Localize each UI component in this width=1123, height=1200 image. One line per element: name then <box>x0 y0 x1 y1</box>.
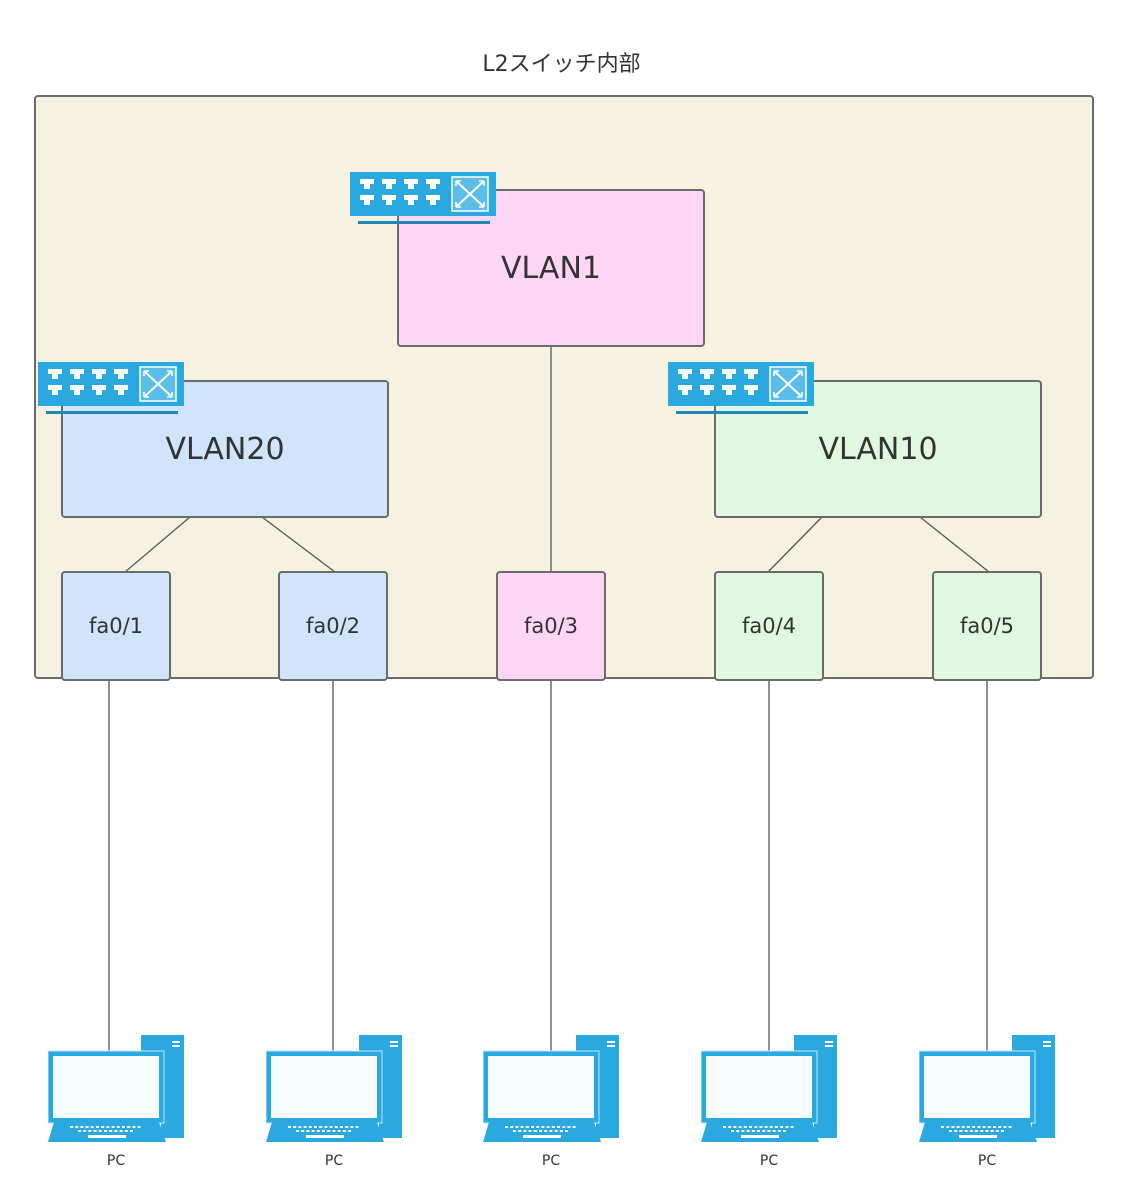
port-fa0-3[interactable]: fa0/3 <box>496 571 606 681</box>
port-fa0-2[interactable]: fa0/2 <box>278 571 388 681</box>
switch-icon <box>668 362 814 414</box>
port-label: fa0/1 <box>88 614 144 638</box>
port-fa0-1[interactable]: fa0/1 <box>61 571 171 681</box>
pc-icon <box>918 1035 1055 1142</box>
port-label: fa0/2 <box>305 614 361 638</box>
pc-node[interactable]: PC <box>482 1033 623 1169</box>
pc-icon <box>265 1035 402 1142</box>
link-vlan10-fa0-4 <box>767 516 823 573</box>
port-label: fa0/5 <box>959 614 1015 638</box>
pc-node[interactable]: PC <box>918 1033 1059 1169</box>
port-fa0-5[interactable]: fa0/5 <box>932 571 1042 681</box>
pc-icon <box>700 1035 837 1142</box>
vlan1-label: VLAN1 <box>501 250 601 286</box>
pc-node[interactable]: PC <box>265 1033 406 1169</box>
diagram-title: L2スイッチ内部 <box>482 52 641 77</box>
pc-label: PC <box>977 1153 997 1169</box>
vlan20-label: VLAN20 <box>165 431 285 467</box>
link-vlan10-fa0-5 <box>919 516 990 573</box>
link-vlan20-fa0-2 <box>261 516 336 573</box>
link-vlan20-fa0-1 <box>124 516 191 573</box>
pc-node[interactable]: PC <box>47 1033 188 1169</box>
pc-label: PC <box>541 1153 561 1169</box>
port-label: fa0/4 <box>741 614 797 638</box>
pc-icon <box>482 1035 619 1142</box>
vlan20-switch-icon <box>38 362 184 420</box>
switch-icon <box>350 172 496 224</box>
port-fa0-4[interactable]: fa0/4 <box>714 571 824 681</box>
switch-icon <box>38 362 184 414</box>
vlan10-label: VLAN10 <box>818 431 938 467</box>
pc-node[interactable]: PC <box>700 1033 841 1169</box>
port-label: fa0/3 <box>523 614 579 638</box>
vlan1-switch-icon <box>350 172 496 230</box>
pc-label: PC <box>324 1153 344 1169</box>
pc-label: PC <box>106 1153 126 1169</box>
pc-label: PC <box>759 1153 779 1169</box>
vlan10-switch-icon <box>668 362 814 420</box>
pc-icon <box>47 1035 184 1142</box>
